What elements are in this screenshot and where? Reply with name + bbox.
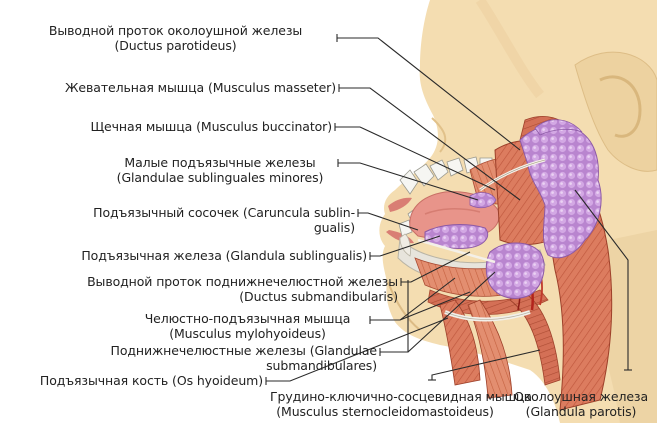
label-parotid-duct: Выводной проток околоушной железы (Ductu… bbox=[18, 23, 333, 53]
label-minor-sublingual-glands: Малые подъязычные железы (Glandulae subl… bbox=[105, 155, 335, 185]
label-sublingual-gland: Подъязычная железа (Glandula sublinguali… bbox=[20, 248, 367, 263]
label-parotid-gland: Околоушная железа (Glandula parotis) bbox=[505, 389, 657, 419]
label-masseter: Жевательная мышца (Musculus masseter) bbox=[8, 80, 336, 95]
label-buccinator: Щечная мышца (Musculus buccinator) bbox=[40, 119, 332, 134]
label-hyoid: Подъязычная кость (Os hyoideum) bbox=[6, 373, 263, 388]
label-caruncula: Подъязычный сосочек (Caruncula sublin- g… bbox=[20, 205, 355, 235]
label-submandibular-duct: Выводной проток поднижнечелюстной железы… bbox=[6, 274, 398, 304]
label-sternocleidomastoid: Грудино-ключично-сосцевидная мышца (Musc… bbox=[270, 389, 500, 419]
label-mylohyoid: Челюстно-подъязычная мышца (Musculus myl… bbox=[130, 311, 365, 341]
label-submandibular-glands: Поднижнечелюстные железы (Glandulae subm… bbox=[60, 343, 377, 373]
